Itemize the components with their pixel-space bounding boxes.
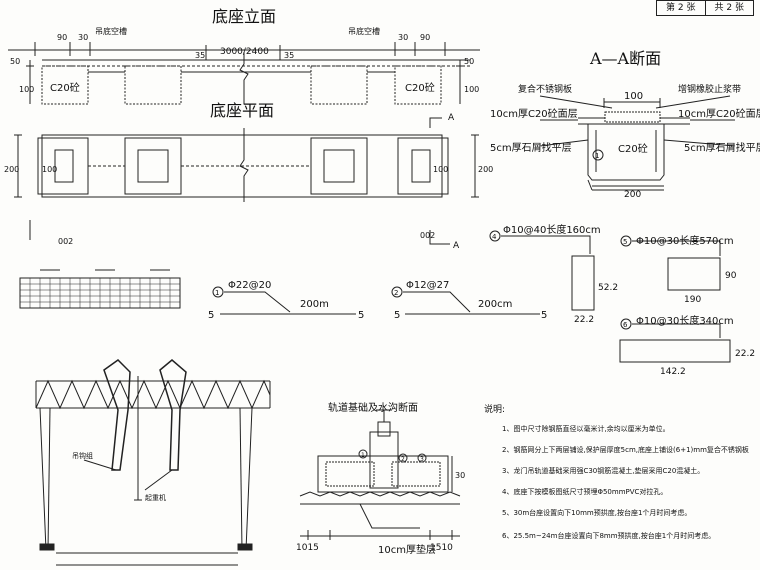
aa-dim-100: 100	[624, 91, 643, 102]
gantry-crane	[35, 359, 271, 566]
sheet-number-box: 第 2 张 共 2 张	[656, 0, 754, 16]
sheet-page: 第 2 张	[666, 3, 696, 13]
note-3: 3、龙门吊轨道基础采用强C30钢筋混凝土,垫层采用C20混凝土。	[502, 466, 704, 475]
rebar4-marker: 5	[623, 238, 627, 246]
label-leveling-left: 5cm厚石屑找平层	[490, 141, 572, 154]
note-4: 4、底座下按模板图纸尺寸预埋Φ50mmPVC对拉孔。	[502, 487, 667, 496]
rebar1-marker: 1	[215, 289, 219, 297]
crane-label-crane: 起重机	[145, 493, 166, 502]
elevation-view	[8, 42, 480, 105]
section-mark-top: A	[448, 113, 455, 123]
section-mark-bottom: A	[453, 241, 460, 251]
note-6: 6、25.5m~24m台座设置向下8mm预拱度,按台座1个月时间考虑。	[502, 531, 715, 540]
note-1: 1、图中尺寸除钢筋直径以毫米计,余均以厘米为单位。	[502, 424, 670, 433]
elev-dim-100-right: 100	[464, 85, 479, 94]
plan-dim-100-left: 100	[42, 165, 57, 174]
plan-view	[14, 117, 479, 245]
block-label-right: C20砼	[405, 81, 435, 94]
rebar3-dim-height: 52.2	[598, 283, 618, 293]
rebar2-length: 200cm	[478, 299, 512, 310]
rebar5-dim-height: 22.2	[735, 349, 755, 359]
elev-dim-span: 3000/2400	[220, 47, 269, 57]
rebar1-end-left: 5	[208, 310, 214, 321]
plan-title: 底座平面	[210, 101, 274, 120]
note-5: 5、30m台座设置向下10mm预拱度,按台座1个月时间考虑。	[502, 508, 691, 517]
notes-title: 说明:	[484, 403, 505, 415]
rebar1-length: 200m	[300, 299, 329, 310]
rebar3-label: Φ10@40长度160cm	[503, 223, 601, 236]
track-dim-right: 1510	[430, 543, 453, 553]
elev-dim-35-right: 35	[284, 51, 294, 60]
note-2: 2、钢筋网分上下两层铺设,保护层厚度5cm,底座上铺设(6+1)mm复合不锈钢板	[502, 445, 749, 454]
elev-dim-90-right: 90	[420, 33, 430, 42]
track-marker-3: 3	[420, 456, 424, 463]
plan-dim-200-right: 200	[478, 165, 493, 174]
rebar5-label: Φ10@30长度340cm	[636, 314, 734, 327]
section-aa-view	[539, 95, 736, 191]
rebar-details	[212, 230, 731, 363]
plan-dim-002-right: 002	[420, 231, 435, 240]
rebar4-dim-width: 190	[684, 295, 701, 305]
label-surface-right: 10cm厚C20砼面层	[678, 107, 760, 120]
label-surface-left: 10cm厚C20砼面层	[490, 107, 578, 120]
rebar2-marker: 2	[394, 289, 398, 297]
elev-dim-90-left: 90	[57, 33, 67, 42]
track-dim-left: 1015	[296, 543, 319, 553]
track-title: 轨道基础及水沟断面	[328, 401, 418, 414]
rebar2-label: Φ12@27	[406, 280, 449, 291]
label-stainless-plate: 复合不锈钢板	[518, 83, 572, 95]
rebar4-dim-height: 90	[725, 271, 737, 281]
rebar5-dim-width: 142.2	[660, 367, 686, 377]
plan-dim-200-left: 200	[4, 165, 19, 174]
track-section	[299, 409, 461, 540]
track-bottom-label: 10cm厚垫层	[378, 543, 436, 556]
block-label-left: C20砼	[50, 81, 80, 94]
plan-dim-002-left: 002	[58, 237, 73, 246]
rebar3-marker: 4	[492, 233, 497, 241]
rebar1-end-right: 5	[358, 310, 364, 321]
label-rubber-stop: 增钢橡胶止浆带	[678, 83, 741, 95]
aa-marker-1: 1	[595, 152, 599, 160]
track-dim-side: 30	[455, 471, 465, 480]
rebar4-label: Φ10@30长度570cm	[636, 234, 734, 247]
sheet-total: 共 2 张	[704, 1, 754, 15]
elev-dim-30-left: 30	[78, 33, 88, 42]
rebar1-label: Φ22@20	[228, 280, 271, 291]
rebar-mesh	[19, 269, 181, 309]
elev-dim-35-left: 35	[195, 51, 205, 60]
crane-label-hook: 吊钩组	[72, 451, 93, 460]
elev-dim-50-left: 50	[10, 57, 20, 66]
track-marker-1: 1	[361, 452, 365, 459]
elevation-title: 底座立面	[212, 7, 276, 26]
elev-dim-100-left: 100	[19, 85, 34, 94]
void-label-right: 吊底空槽	[348, 26, 380, 36]
elev-dim-30-right: 30	[398, 33, 408, 42]
aa-dim-200: 200	[624, 190, 641, 200]
rebar2-end-left: 5	[394, 310, 400, 321]
void-label-left: 吊底空槽	[95, 26, 127, 36]
elev-dim-50-right: 50	[464, 57, 474, 66]
track-marker-2: 2	[401, 456, 405, 463]
plan-dim-100-right: 100	[433, 165, 448, 174]
rebar5-marker: 6	[623, 321, 628, 329]
section-aa-title: A—A断面	[589, 49, 661, 68]
label-leveling-right: 5cm厚石屑找平层	[684, 141, 760, 154]
label-c20-core: C20砼	[618, 142, 648, 155]
rebar3-dim-width: 22.2	[574, 315, 594, 325]
rebar2-end-right: 5	[541, 310, 547, 321]
